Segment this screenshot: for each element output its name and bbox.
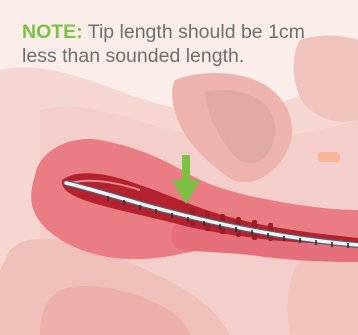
note-label: NOTE:: [22, 21, 83, 43]
note-text-line-2: less than sounded length.: [22, 44, 358, 68]
note-text-line-1: Tip length should be 1cm: [88, 21, 305, 43]
right-lower-structure: [288, 254, 358, 335]
orange-marker: [318, 152, 340, 162]
note-line-1: NOTE: Tip length should be 1cm: [22, 20, 358, 44]
note-callout: NOTE: Tip length should be 1cm less than…: [22, 20, 358, 68]
